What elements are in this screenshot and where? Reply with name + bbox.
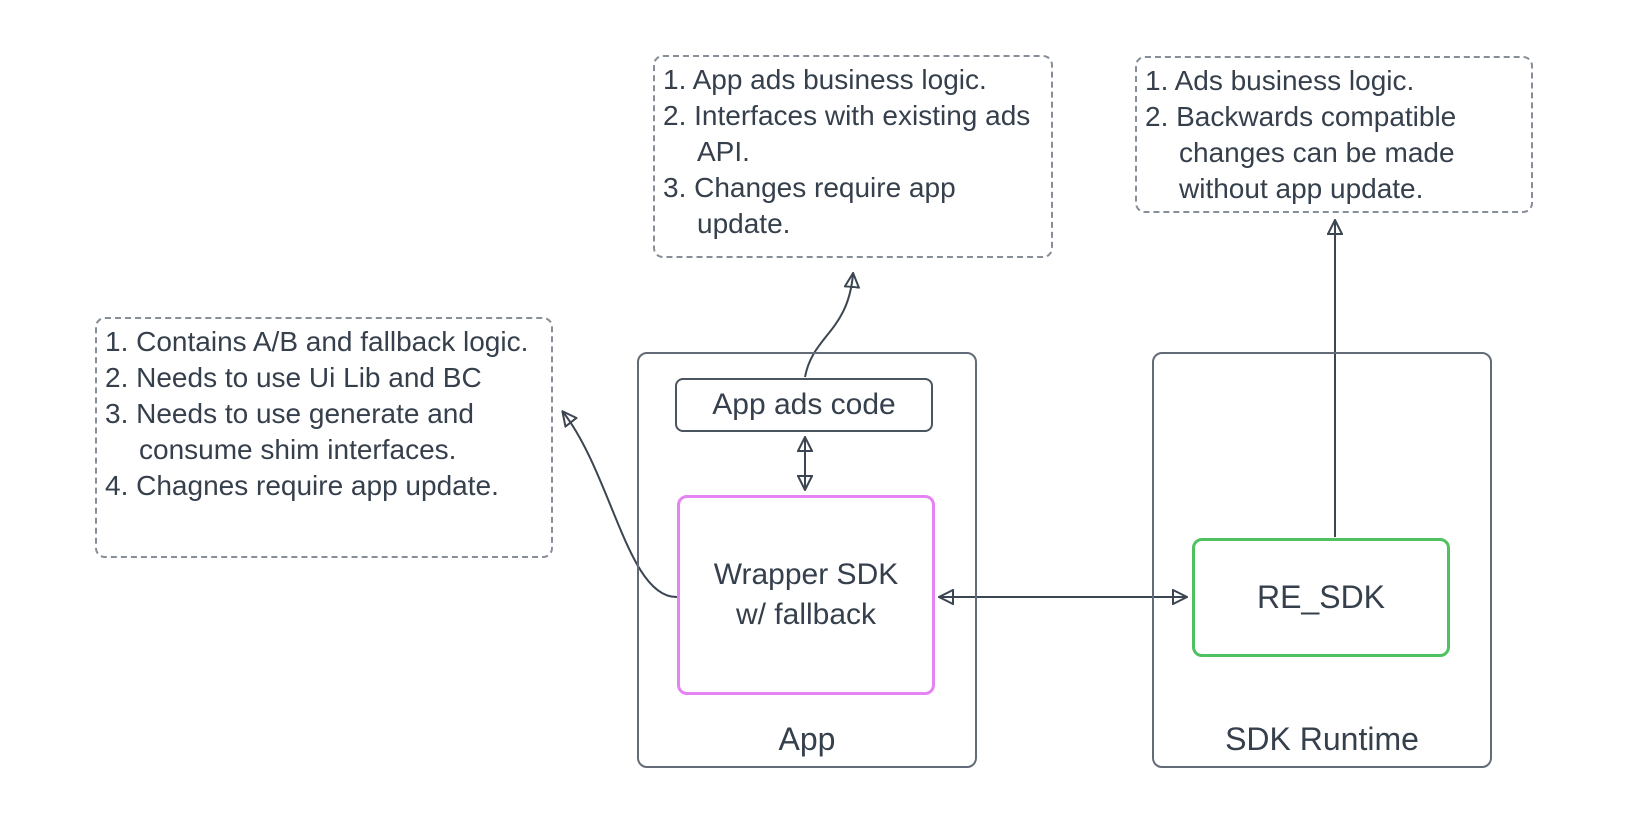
note-item: 2. Backwards compatible changes can be m…: [1145, 101, 1457, 204]
note-re-sdk-list: 1. Ads business logic. 2. Backwards comp…: [1145, 63, 1523, 207]
note-app-ads-code-list: 1. App ads business logic. 2. Interfaces…: [663, 62, 1043, 242]
wrapper-sdk-label-line2: w/ fallback: [735, 598, 877, 631]
note-item: 4. Chagnes require app update.: [105, 470, 499, 501]
sdk-runtime-container-label: SDK Runtime: [1225, 721, 1419, 757]
app-ads-code-node: App ads code: [675, 378, 933, 432]
note-item: 2. Interfaces with existing ads API.: [663, 100, 1031, 167]
re-sdk-node: RE_SDK: [1192, 538, 1450, 657]
app-ads-code-label: App ads code: [712, 388, 896, 421]
note-item: 1. App ads business logic.: [663, 64, 987, 95]
note-re-sdk: 1. Ads business logic. 2. Backwards comp…: [1135, 56, 1533, 213]
sdk-runtime-container: SDK Runtime: [1152, 352, 1492, 768]
app-container-label: App: [778, 721, 836, 757]
wrapper-sdk-label-line1: Wrapper SDK: [713, 558, 899, 591]
note-app-ads-code: 1. App ads business logic. 2. Interfaces…: [653, 55, 1053, 258]
re-sdk-label: RE_SDK: [1256, 579, 1386, 615]
note-item: 3. Changes require app update.: [663, 172, 956, 239]
note-item: 2. Needs to use Ui Lib and BC: [105, 362, 482, 393]
note-item: 1. Ads business logic.: [1145, 65, 1415, 96]
app-container: App: [637, 352, 977, 768]
note-wrapper-sdk: 1. Contains A/B and fallback logic. 2. N…: [95, 317, 553, 558]
note-wrapper-sdk-list: 1. Contains A/B and fallback logic. 2. N…: [105, 324, 543, 504]
note-item: 1. Contains A/B and fallback logic.: [105, 326, 529, 357]
wrapper-sdk-node: Wrapper SDK w/ fallback: [677, 495, 935, 695]
note-item: 3. Needs to use generate and consume shi…: [105, 398, 474, 465]
